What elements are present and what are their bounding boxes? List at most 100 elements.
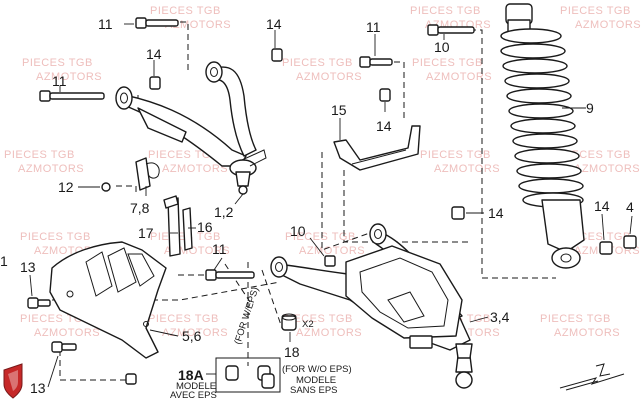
nuts[interactable]: [149, 48, 637, 255]
bolts[interactable]: [39, 17, 475, 281]
skid-plate-bolts[interactable]: [27, 297, 137, 385]
callout-12: 12: [58, 179, 74, 195]
eps-bushings[interactable]: [215, 313, 297, 393]
skid-plate-rib-3: [127, 253, 155, 287]
nut-4: [623, 235, 637, 249]
callout-11-center: 11: [366, 19, 381, 35]
mount-bracket[interactable]: [333, 125, 421, 171]
watermark-16b: AZMOTORS: [162, 327, 228, 339]
pins[interactable]: [163, 195, 193, 257]
lower-a-arm[interactable]: [270, 223, 473, 389]
bolt-center-top: [359, 56, 393, 68]
callout-11-top: 11: [98, 16, 113, 32]
skid-plate-rib-2: [107, 247, 137, 293]
nut-top-right: [271, 48, 283, 62]
dashline-bolt-bottom: [59, 350, 130, 381]
watermark-2a: PIECES TGB: [410, 5, 481, 17]
lower-arm-guard: [345, 245, 463, 339]
watermark-13b: AZMOTORS: [299, 245, 365, 257]
clip-loop: [145, 162, 160, 179]
nut-bracket: [379, 88, 391, 102]
upper-arm-bracket: [241, 149, 267, 167]
lower-arm-guard-recess: [387, 291, 425, 323]
watermark-5b: AZMOTORS: [296, 71, 362, 83]
clip-body: [135, 157, 151, 191]
callouts: 11 14 14 11 11 14 15 10 9 12 7,8 1,2 17 …: [0, 16, 634, 396]
bushing-18a-1: [225, 365, 239, 381]
callout-9: 9: [586, 100, 594, 116]
bushing-18-top: [281, 313, 297, 321]
watermark-6b: AZMOTORS: [426, 71, 492, 83]
lower-arm-bushing-rear-hole: [374, 229, 382, 239]
watermark-13a: PIECES TGB: [285, 231, 356, 243]
skid-plate[interactable]: [49, 241, 167, 359]
note-modele-avec-1: MODELE: [176, 381, 216, 392]
watermark-8a: PIECES TGB: [148, 149, 219, 161]
skid-plate-hole-2: [143, 321, 149, 327]
leader-lines: [29, 23, 633, 388]
shock-absorber[interactable]: [500, 3, 585, 269]
watermark-17b: AZMOTORS: [296, 327, 362, 339]
watermark-9b: AZMOTORS: [434, 163, 500, 175]
watermark-4b: AZMOTORS: [36, 71, 102, 83]
lower-arm-plate: [409, 335, 433, 349]
callout-10-mid: 10: [290, 223, 306, 239]
watermark-9a: PIECES TGB: [420, 149, 491, 161]
bolt-13-top: [27, 297, 51, 309]
lower-arm-bushing-rear: [369, 223, 387, 245]
skid-plate-rib-1: [85, 251, 113, 297]
upper-arm-rear-tube: [209, 66, 257, 157]
nut-lower-arm: [451, 206, 465, 220]
callout-16: 16: [197, 219, 213, 235]
callout-14-bracket: 14: [376, 118, 392, 134]
bolt-13-bottom: [51, 341, 77, 353]
upper-ball-joint-nut: [238, 185, 248, 195]
callout-7-8: 7,8: [130, 200, 150, 216]
lower-arm-bushing-front-hole: [275, 262, 283, 272]
shock-bottom-eye: [551, 247, 581, 269]
callout-18a: 18A: [178, 367, 204, 383]
callout-17: 17: [138, 225, 154, 241]
corner-mark-icon: [559, 363, 625, 391]
callout-3-4: 3,4: [490, 309, 510, 325]
bushing-18a-box: [215, 357, 281, 393]
brand-shield-icon: [3, 363, 23, 399]
note-x2: X2: [302, 319, 314, 330]
watermark-10b: AZMOTORS: [574, 163, 640, 175]
upper-arm-bushing-rear-hole: [210, 67, 218, 77]
watermark-1a: PIECES TGB: [150, 5, 221, 17]
upper-a-arm[interactable]: [115, 61, 267, 195]
lower-arm-guard-inner: [359, 257, 449, 329]
pin-17-head: [163, 195, 179, 209]
upper-ball-joint-stud: [235, 171, 251, 187]
bolt-top-left: [135, 17, 179, 29]
model-notes: (FOR W/EPS) (FOR W/O EPS) MODELE SANS EP…: [170, 286, 352, 400]
callout-14-top: 14: [266, 16, 282, 32]
callout-18: 18: [284, 344, 300, 360]
callout-5-6: 5,6: [182, 328, 202, 344]
stabilizer-clip[interactable]: [135, 157, 160, 191]
lower-arm-bushing-front: [270, 256, 288, 278]
shock-bottom-hole: [560, 253, 572, 263]
shock-spring: [500, 28, 584, 208]
bolt-10-mid: [324, 255, 336, 267]
callout-10-top: 10: [434, 39, 450, 55]
watermark-15b: AZMOTORS: [34, 327, 100, 339]
watermark-11a: PIECES TGB: [20, 231, 91, 243]
dashline-clip: [116, 185, 137, 196]
callout-1: 1: [0, 253, 8, 269]
watermark-3a: PIECES TGB: [560, 5, 631, 17]
callout-14-upper-arm: 14: [146, 46, 162, 62]
bolt-13-nut: [125, 373, 137, 385]
callout-1-2: 1,2: [214, 204, 234, 220]
lower-ball-joint: [455, 371, 473, 389]
watermark-19a: PIECES TGB: [540, 313, 611, 325]
watermark-16a: PIECES TGB: [148, 313, 219, 325]
dashline-bracket-mid: [343, 170, 468, 243]
lower-ball-joint-boot: [455, 343, 473, 359]
note-for-w-eps: (FOR W/EPS): [232, 286, 261, 346]
note-modele-avec-2: AVEC EPS: [170, 390, 217, 400]
bolt-12: [101, 182, 111, 192]
callout-15: 15: [331, 102, 347, 118]
